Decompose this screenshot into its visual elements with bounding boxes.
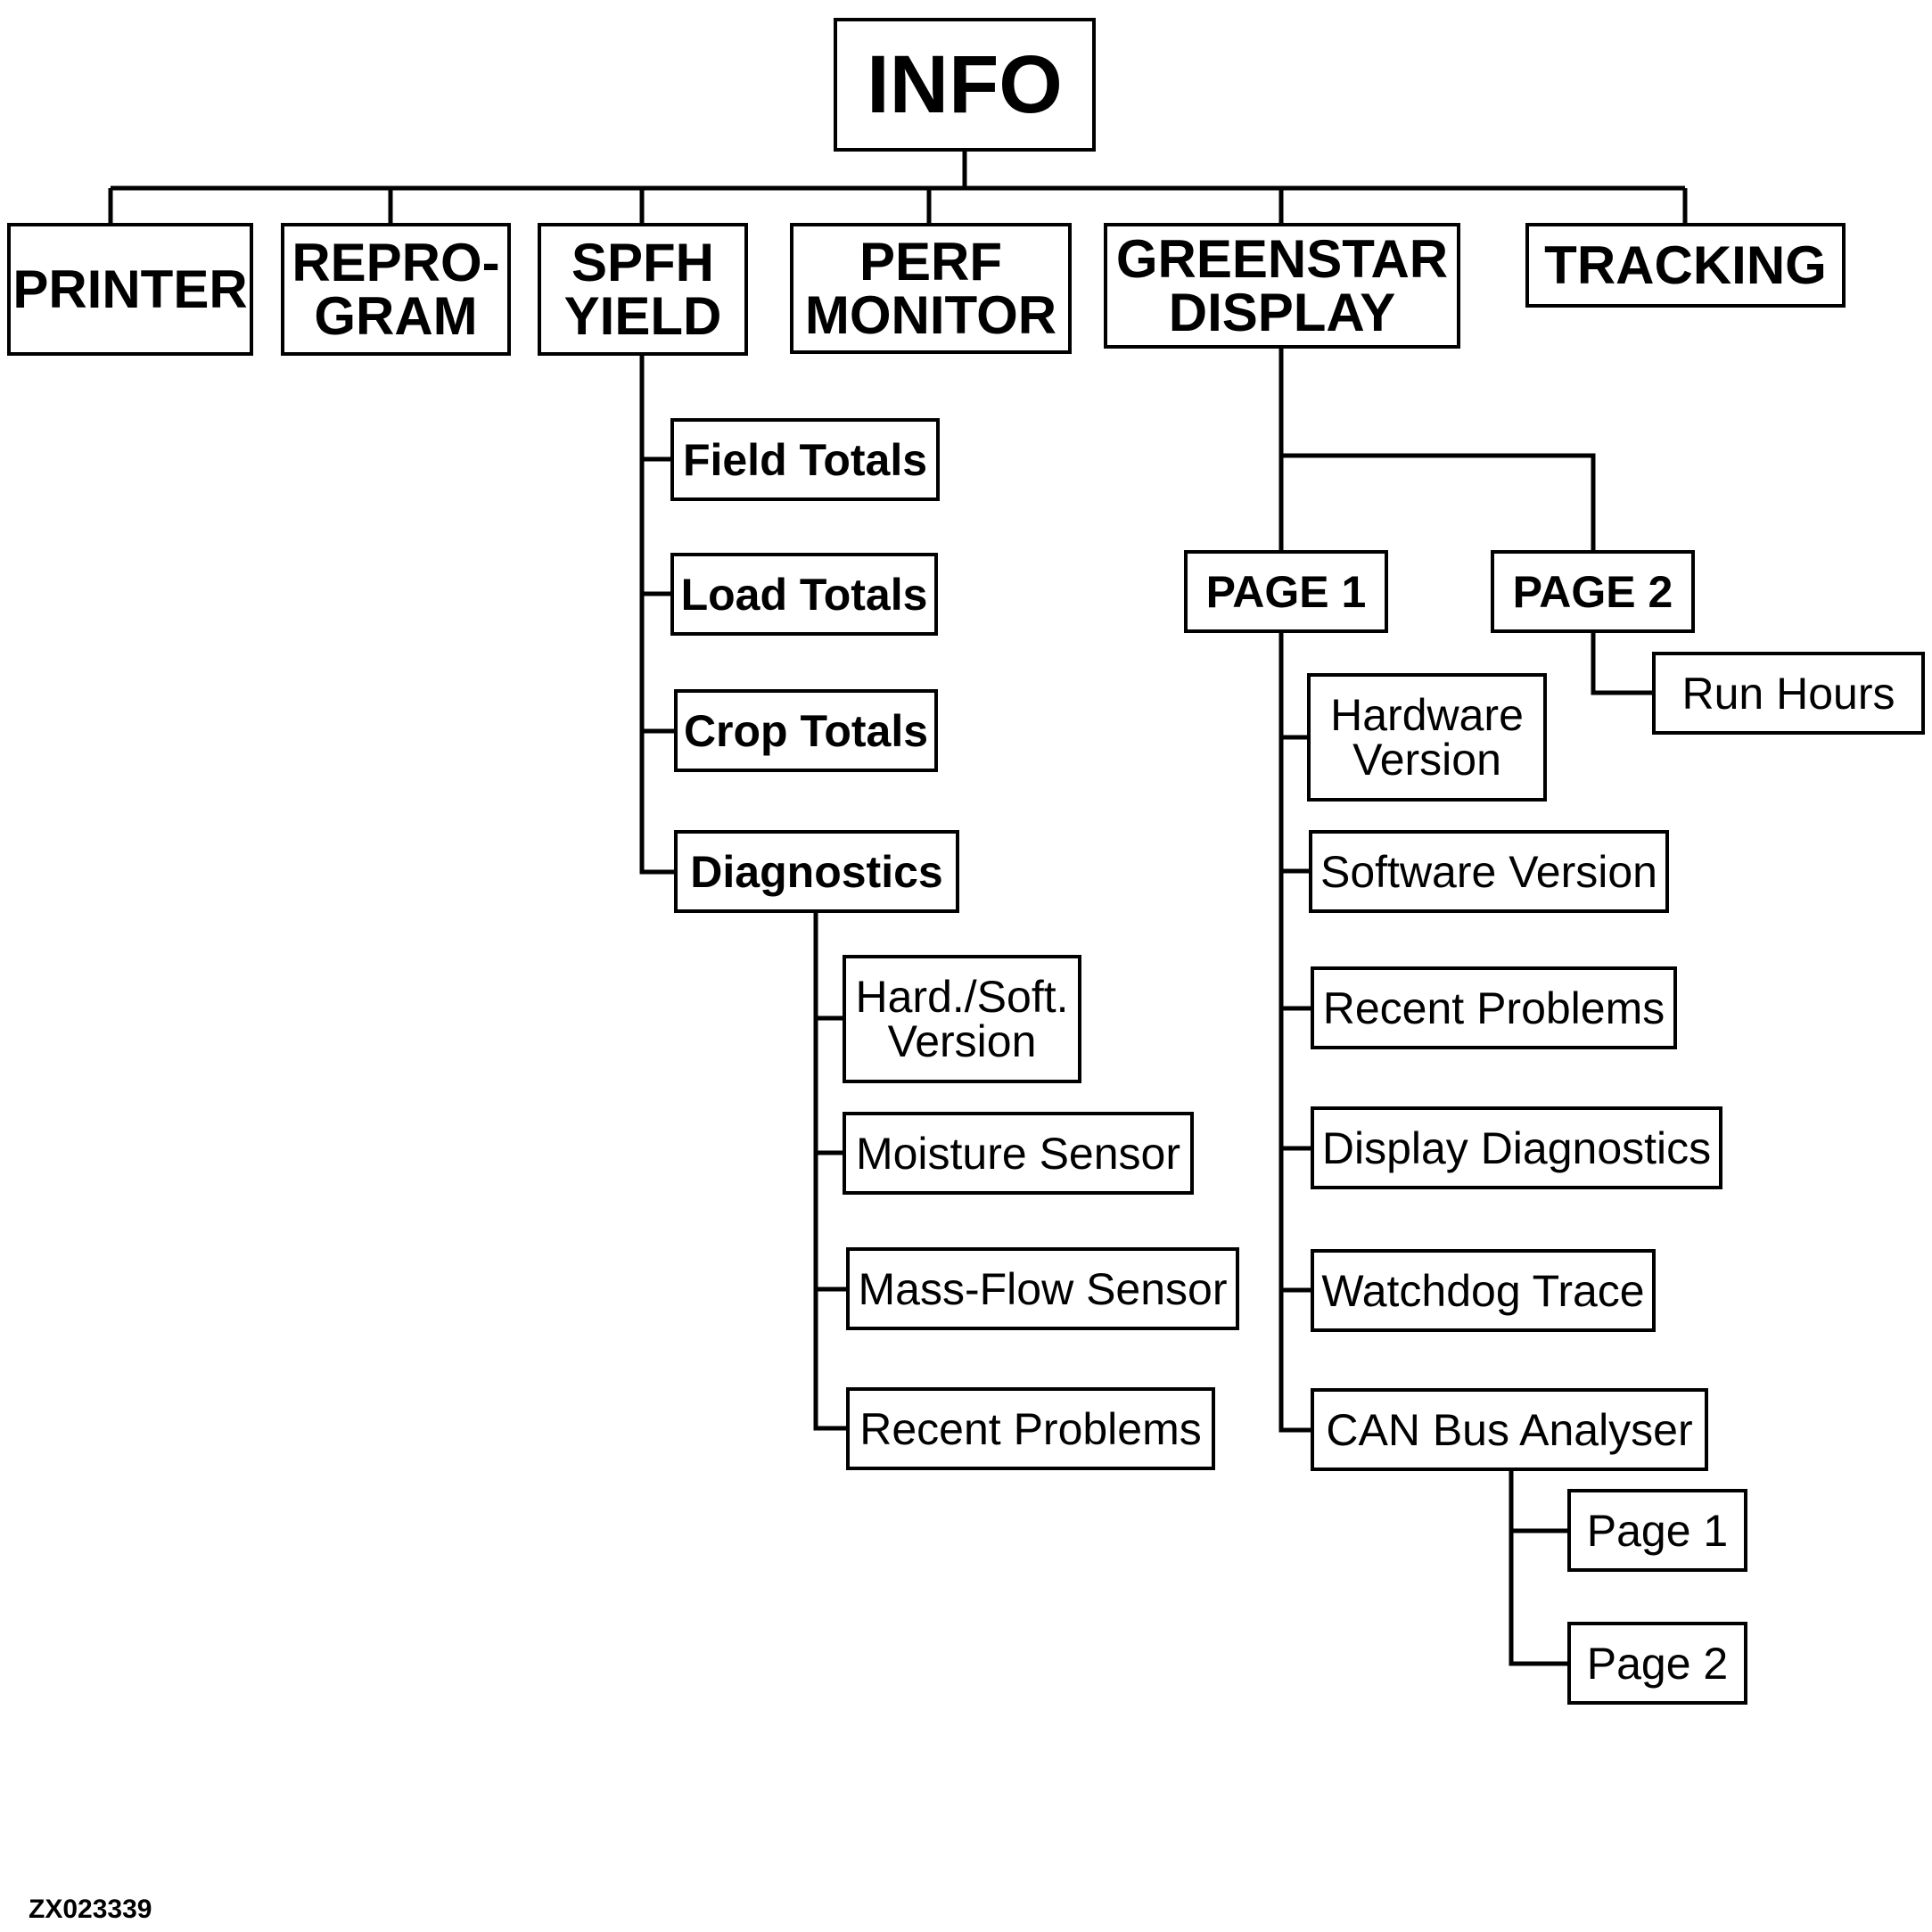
connector-page2-branch <box>1281 453 1596 550</box>
connector-page1-trunk <box>1278 631 1312 1433</box>
page-1-box[interactable]: PAGE 1 <box>1184 550 1388 633</box>
page1-recent-problems-box[interactable]: Recent Problems <box>1311 966 1677 1049</box>
printer-box[interactable]: PRINTER <box>7 223 253 356</box>
perf-monitor-box[interactable]: PERF MONITOR <box>790 223 1072 354</box>
can-page-2-box[interactable]: Page 2 <box>1567 1622 1747 1705</box>
can-page-1-box[interactable]: Page 1 <box>1567 1489 1747 1572</box>
info-root-box[interactable]: INFO <box>834 18 1096 152</box>
run-hours-box[interactable]: Run Hours <box>1652 652 1925 735</box>
page-2-box[interactable]: PAGE 2 <box>1491 550 1695 633</box>
hardware-version-box[interactable]: Hardware Version <box>1307 673 1547 802</box>
hard-soft-version-box[interactable]: Hard./Soft. Version <box>843 955 1081 1083</box>
diagnostics-box[interactable]: Diagnostics <box>674 830 959 913</box>
connector-can-trunk <box>1509 1470 1569 1666</box>
mass-flow-sensor-box[interactable]: Mass-Flow Sensor <box>846 1247 1239 1330</box>
display-diagnostics-box[interactable]: Display Diagnostics <box>1311 1106 1722 1189</box>
diagnostics-recent-problems-box[interactable]: Recent Problems <box>846 1387 1215 1470</box>
connector-run-hours <box>1591 632 1654 695</box>
moisture-sensor-box[interactable]: Moisture Sensor <box>843 1112 1194 1195</box>
greenstar-display-box[interactable]: GREENSTAR DISPLAY <box>1104 223 1460 349</box>
crop-totals-box[interactable]: Crop Totals <box>674 689 938 772</box>
load-totals-box[interactable]: Load Totals <box>670 553 938 636</box>
figure-code: ZX023339 <box>29 1895 152 1924</box>
tracking-box[interactable]: TRACKING <box>1525 223 1846 308</box>
reprogram-box[interactable]: REPRO- GRAM <box>281 223 511 356</box>
field-totals-box[interactable]: Field Totals <box>670 418 940 501</box>
spfh-yield-box[interactable]: SPFH YIELD <box>538 223 748 356</box>
connector-diagnostics-trunk <box>813 910 848 1431</box>
watchdog-trace-box[interactable]: Watchdog Trace <box>1311 1249 1656 1332</box>
software-version-box[interactable]: Software Version <box>1309 830 1669 913</box>
connector-spfh-trunk <box>639 354 676 875</box>
can-bus-analyser-box[interactable]: CAN Bus Analyser <box>1311 1388 1708 1471</box>
